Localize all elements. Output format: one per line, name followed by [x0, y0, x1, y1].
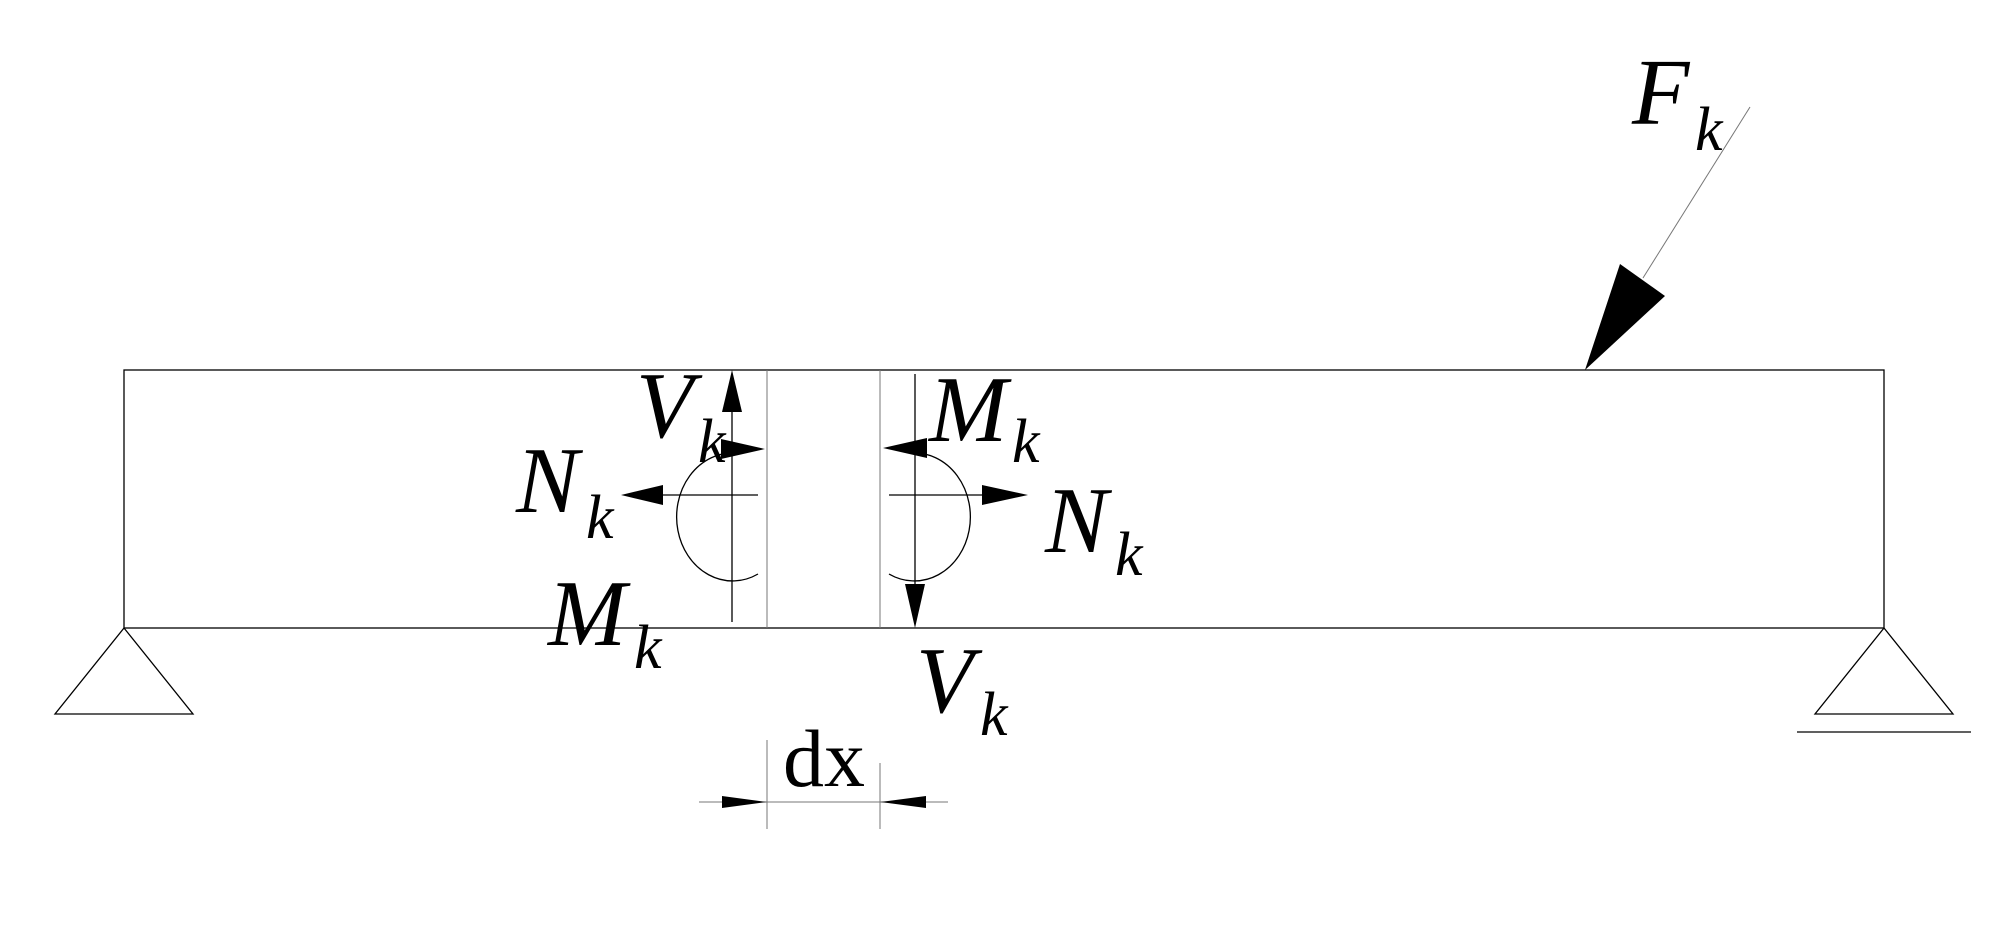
right-moment-subscript: k [1012, 408, 1041, 476]
left-shear-subscript: k [698, 408, 727, 476]
right-moment-arc [883, 438, 972, 582]
left-pin-support [53, 626, 195, 715]
left-moment-subscript: k [634, 614, 663, 682]
left-normal-symbol: N [515, 429, 584, 533]
dx-dimension [699, 740, 948, 829]
right-shear-symbol: V [916, 629, 983, 733]
right-shear-arrow [905, 374, 925, 628]
right-roller-support [1797, 626, 1971, 733]
right-normal-symbol: N [1044, 469, 1113, 573]
beam [123, 369, 1885, 629]
right-normal-subscript: k [1115, 521, 1144, 589]
left-moment-symbol: M [546, 562, 631, 666]
right-normal-arrow [889, 485, 1028, 505]
load-symbol: F [1631, 41, 1691, 145]
right-moment-symbol: M [927, 358, 1012, 462]
load-subscript: k [1695, 96, 1724, 164]
left-normal-arrow [621, 485, 758, 505]
dx-label: dx [783, 713, 865, 804]
load-arrow [1585, 106, 1751, 370]
left-shear-arrow [722, 370, 742, 622]
right-shear-subscript: k [980, 681, 1009, 749]
left-normal-subscript: k [586, 484, 615, 552]
left-moment-arc [675, 439, 765, 582]
left-shear-symbol: V [636, 354, 703, 458]
